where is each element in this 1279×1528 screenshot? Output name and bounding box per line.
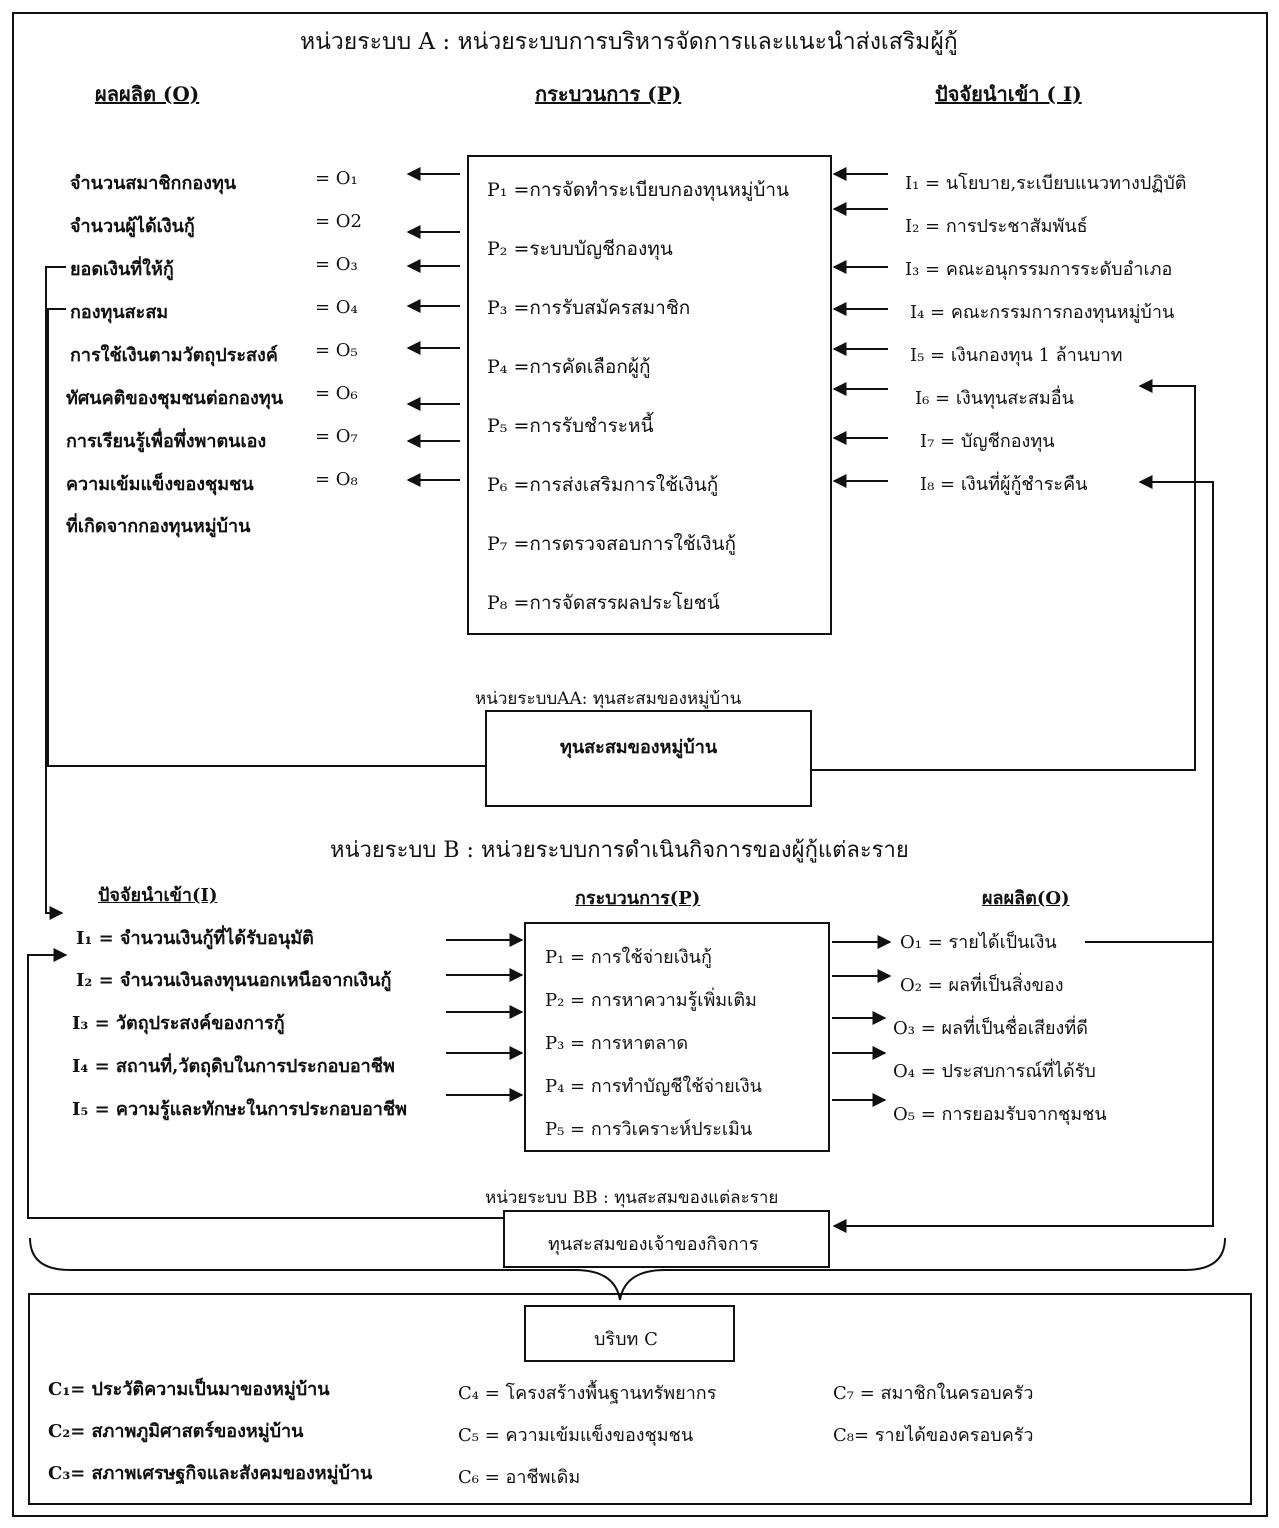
unit-b-process-item: P₂ = การหาความรู้เพิ่มเติม (545, 990, 757, 1011)
unit-bb-box-label: ทุนสะสมของเจ้าของกิจการ (548, 1234, 759, 1255)
unit-a-output-label: การเรียนรู้เพื่อพึ่งพาตนเอง (66, 431, 267, 452)
unit-a-process-item: P₂ =ระบบบัญชีกองทุน (487, 238, 673, 260)
unit-a-title: หน่วยระบบ A : หน่วยระบบการบริหารจัดการแล… (300, 29, 958, 55)
unit-b-input-item: I₅ = ความรู้และทักษะในการประกอบอาชีพ (72, 1099, 407, 1120)
unit-bb-box (503, 1210, 830, 1268)
unit-a-output-label: จำนวนผู้ได้เงินกู้ (70, 216, 195, 237)
unit-a-input-item: I₁ = นโยบาย,ระเบียบแนวทางปฏิบัติ (905, 173, 1187, 194)
unit-b-process-item: P₃ = การหาตลาด (545, 1033, 689, 1054)
unit-a-input-item: I₂ = การประชาสัมพันธ์ (905, 216, 1088, 237)
unit-a-output-label: การใช้เงินตามวัตถุประสงค์ (70, 345, 278, 366)
unit-a-input-item: I₄ = คณะกรรมการกองทุนหมู่บ้าน (910, 302, 1175, 323)
unit-a-output-label: จำนวนสมาชิกกองทุน (70, 173, 237, 194)
unit-a-output-label: ทัศนคติของชุมชนต่อกองทุน (66, 388, 284, 409)
unit-a-output-code: = O₈ (315, 469, 358, 490)
unit-bb-title: หน่วยระบบ BB : ทุนสะสมของแต่ละราย (485, 1188, 779, 1208)
unit-a-output-code: = O₁ (315, 168, 358, 189)
unit-a-input-item: I₆ = เงินทุนสะสมอื่น (915, 388, 1074, 409)
context-item: C₆ = อาชีพเดิม (458, 1467, 581, 1488)
unit-a-output-label: กองทุนสะสม (70, 302, 169, 323)
unit-a-process-item: P₅ =การรับชำระหนี้ (487, 415, 654, 437)
unit-a-input-item: I₈ = เงินที่ผู้กู้ชำระคืน (920, 474, 1088, 495)
unit-a-input-item: I₃ = คณะอนุกรรมการระดับอำเภอ (905, 259, 1173, 280)
unit-a-input-item: I₇ = บัญชีกองทุน (920, 431, 1055, 452)
unit-aa-box-label: ทุนสะสมของหมู่บ้าน (560, 737, 718, 758)
unit-a-output-label: ความเข้มแข็งของชุมชน (66, 474, 254, 495)
unit-b-input-item: I₃ = วัตถุประสงค์ของการกู้ (72, 1013, 285, 1034)
context-item: C₃= สภาพเศรษฐกิจและสังคมของหมู่บ้าน (48, 1463, 373, 1484)
feedback-line (1085, 481, 1214, 943)
unit-b-process-item: P₁ = การใช้จ่ายเงินกู้ (545, 947, 712, 968)
unit-a-output-code: = O₅ (315, 340, 358, 361)
unit-a-output-code: = O2 (315, 211, 363, 232)
unit-b-process-item: P₅ = การวิเคราะห์ประเมิน (545, 1119, 753, 1140)
unit-b-output-item: O₁ = รายได้เป็นเงิน (900, 932, 1057, 953)
unit-a-output-extra: ที่เกิดจากกองทุนหมู่บ้าน (66, 516, 251, 537)
unit-a-process-item: P₇ =การตรวจสอบการใช้เงินกู้ (487, 533, 736, 555)
unit-a-output-header: ผลผลิต (O) (95, 82, 200, 106)
unit-a-input-item: I₅ = เงินกองทุน 1 ล้านบาท (910, 345, 1123, 366)
unit-a-process-item: P₃ =การรับสมัครสมาชิก (487, 297, 691, 319)
unit-b-process-item: P₄ = การทำบัญชีใช้จ่ายเงิน (545, 1076, 762, 1097)
unit-a-process-item: P₁ =การจัดทำระเบียบกองทุนหมู่บ้าน (487, 179, 790, 201)
unit-b-input-item: I₁ = จำนวนเงินกู้ที่ได้รับอนุมัติ (76, 928, 314, 949)
unit-a-process-item: P₄ =การคัดเลือกผู้กู้ (487, 356, 651, 378)
context-title: บริบท C (594, 1329, 658, 1350)
feedback-line (832, 942, 1214, 1233)
unit-a-output-code: = O₃ (315, 254, 358, 275)
unit-b-output-item: O₃ = ผลที่เป็นชื่อเสียงที่ดี (893, 1018, 1088, 1039)
brace (29, 1237, 1226, 1301)
unit-a-process-item: P₆ =การส่งเสริมการใช้เงินกู้ (487, 474, 719, 496)
unit-b-output-item: O₂ = ผลที่เป็นสิ่งของ (900, 975, 1064, 996)
unit-aa-box (485, 710, 812, 807)
context-item: C₅ = ความเข้มแข็งของชุมชน (458, 1425, 694, 1446)
unit-b-process-box (524, 922, 830, 1152)
context-item: C₁= ประวัติความเป็นมาของหมู่บ้าน (48, 1379, 330, 1400)
unit-a-output-code: = O₄ (315, 297, 358, 318)
context-item: C₄ = โครงสร้างพื้นฐานทรัพยากร (458, 1383, 717, 1404)
unit-b-process-header: กระบวนการ(P) (575, 888, 701, 909)
unit-b-output-item: O₅ = การยอมรับจากชุมชน (893, 1104, 1107, 1125)
feedback-line (45, 266, 66, 920)
unit-b-output-item: O₄ = ประสบการณ์ที่ได้รับ (893, 1061, 1096, 1082)
outer-frame (12, 12, 1268, 1517)
unit-a-output-code: = O₆ (315, 383, 358, 404)
unit-b-title: หน่วยระบบ B : หน่วยระบบการดำเนินกิจการขอ… (330, 838, 909, 863)
unit-a-process-header: กระบวนการ (P) (535, 82, 682, 106)
context-title-box (524, 1305, 735, 1362)
context-item: C₂= สภาพภูมิศาสตร์ของหมู่บ้าน (48, 1421, 304, 1442)
unit-a-output-label: ยอดเงินที่ให้กู้ (70, 259, 174, 280)
unit-a-process-item: P₈ =การจัดสรรผลประโยชน์ (487, 592, 720, 614)
unit-b-input-item: I₄ = สถานที่,วัตถุดิบในการประกอบอาชีพ (72, 1056, 395, 1077)
unit-a-input-header: ปัจจัยนำเข้า ( I) (935, 82, 1082, 106)
unit-b-input-header: ปัจจัยนำเข้า(I) (98, 885, 218, 906)
context-item: C₇ = สมาชิกในครอบครัว (833, 1383, 1034, 1404)
unit-aa-title: หน่วยระบบAA: ทุนสะสมของหมู่บ้าน (475, 689, 742, 709)
feedback-line (27, 948, 503, 1219)
feedback-line (812, 379, 1196, 771)
context-item: C₈= รายได้ของครอบครัว (833, 1425, 1034, 1446)
unit-a-output-code: = O₇ (315, 426, 358, 447)
context-frame (28, 1293, 1252, 1505)
feedback-line (47, 308, 485, 767)
unit-b-output-header: ผลผลิต(O) (982, 888, 1070, 909)
unit-b-input-item: I₂ = จำนวนเงินลงทุนนอกเหนือจากเงินกู้ (76, 970, 392, 991)
unit-a-process-box (467, 155, 832, 635)
